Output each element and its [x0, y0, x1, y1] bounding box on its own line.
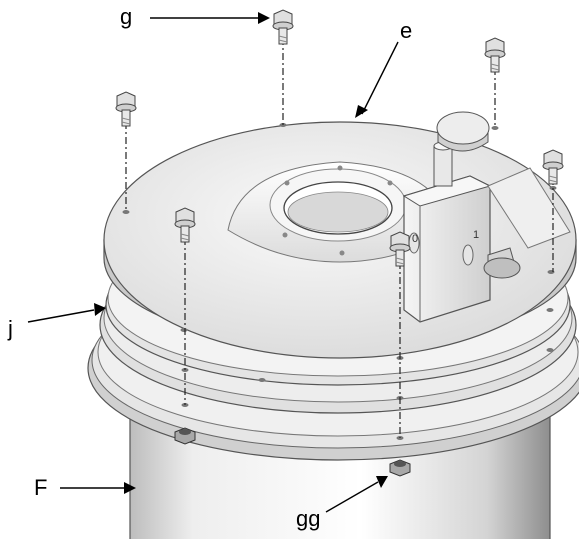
nut	[174, 427, 196, 445]
callout-j: j	[7, 316, 13, 341]
arrowhead-e	[355, 105, 368, 118]
arrowhead-j	[94, 303, 106, 316]
leader-gg	[325, 481, 379, 513]
leader-lines	[27, 12, 399, 513]
leader-j	[27, 309, 95, 323]
arrowhead-gg	[376, 476, 388, 488]
arrowhead-F	[124, 482, 136, 494]
alignment-lines	[125, 38, 554, 438]
bolt	[272, 9, 294, 45]
callout-F: F	[34, 475, 47, 500]
nut	[389, 459, 411, 477]
callout-g: g	[120, 4, 132, 29]
port-label-1: 1	[473, 229, 479, 241]
arrowhead-g	[258, 12, 270, 24]
port-label-0: 0	[412, 233, 418, 245]
callout-e: e	[400, 18, 412, 43]
callout-gg: gg	[296, 506, 320, 531]
bolt	[174, 207, 196, 243]
bolt	[542, 149, 564, 185]
bolt	[115, 91, 137, 127]
bolt	[484, 37, 506, 73]
leader-e	[361, 41, 399, 115]
valve-block: 0 1	[402, 111, 571, 323]
bolt	[389, 231, 411, 267]
